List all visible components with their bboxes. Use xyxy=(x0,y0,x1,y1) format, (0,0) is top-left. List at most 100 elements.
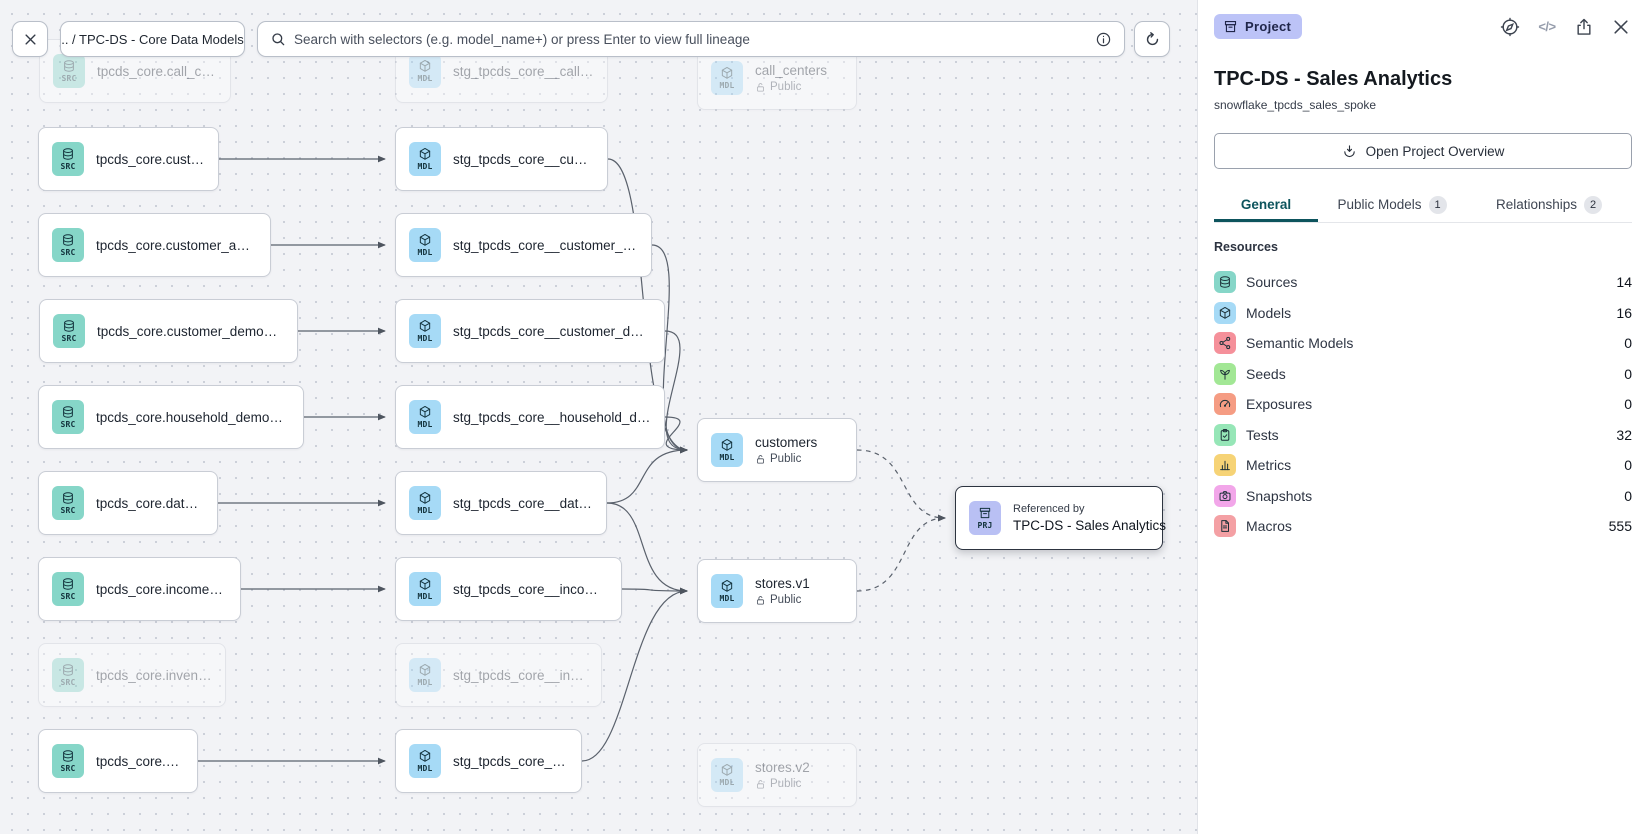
badge-type-label: MDL xyxy=(417,74,433,83)
edge-stg-customer-address-to-pub-customers xyxy=(651,244,688,454)
tab-count-badge: 1 xyxy=(1428,195,1447,214)
code-icon: </> xyxy=(1538,19,1556,34)
badge-type-label: MDL xyxy=(417,162,433,171)
mdl-badge-icon: MDL xyxy=(711,574,743,608)
resource-label: Sources xyxy=(1246,274,1298,291)
barchart-icon xyxy=(1214,454,1236,477)
cube-icon xyxy=(419,59,431,72)
gauge-icon xyxy=(1219,400,1231,408)
share-button[interactable] xyxy=(1573,16,1595,38)
camera-icon xyxy=(1214,484,1236,507)
tab-general[interactable]: General xyxy=(1214,190,1318,222)
edge-pub-customers-to-prj-sales xyxy=(856,449,946,522)
cube-icon xyxy=(419,405,431,418)
public-access-label: Public xyxy=(770,81,802,93)
src-badge-icon: SRC xyxy=(52,658,84,692)
lock-open-icon xyxy=(757,595,764,605)
gauge-icon xyxy=(1214,393,1236,416)
badge-type-label: PRJ xyxy=(977,521,993,530)
page-title: TPC-DS - Sales Analytics xyxy=(1214,68,1453,90)
tab-label: Public Models xyxy=(1337,197,1422,212)
public-access-label: Public xyxy=(770,778,802,790)
project-icon xyxy=(1224,20,1237,33)
breadcrumb-label: .. / TPC-DS - Core Data Models xyxy=(61,31,244,47)
node-stg-customer-demographics[interactable]: MDLstg_tpcds_core__customer_demogra… xyxy=(395,299,665,363)
search-bar[interactable] xyxy=(257,21,1125,57)
badge-type-label: MDL xyxy=(417,764,433,773)
database-icon xyxy=(64,320,74,332)
badge-type-label: MDL xyxy=(719,778,735,787)
node-label: stg_tpcds_core__customer_demogra… xyxy=(453,323,651,339)
edge-stg-date-dim-to-pub-customers xyxy=(606,446,688,504)
resource-label: Metrics xyxy=(1246,457,1292,474)
src-badge-icon: SRC xyxy=(52,486,84,520)
explore-button[interactable] xyxy=(1499,16,1521,38)
public-access-label: Public xyxy=(770,453,802,465)
edge-stg-date-dim-to-pub-stores-v1 xyxy=(606,502,688,595)
close-icon xyxy=(1614,19,1628,34)
cube-icon xyxy=(721,66,733,79)
cube-icon xyxy=(419,663,431,676)
lineage-canvas[interactable]: SRCtpcds_core.call_centerSRCtpcds_core.c… xyxy=(0,0,1197,834)
node-label: stores.v1 xyxy=(755,576,810,591)
node-label: stg_tpcds_core__date_dim xyxy=(453,495,593,511)
lineage-edges xyxy=(198,155,946,765)
mdl-badge-icon: MDL xyxy=(409,572,441,606)
database-icon xyxy=(1220,276,1230,288)
database-icon xyxy=(63,406,73,418)
edge-stg-customer-demographics-to-pub-customers xyxy=(664,330,688,454)
info-icon[interactable] xyxy=(1095,31,1112,48)
cube-icon xyxy=(1219,306,1231,319)
clipboard-icon xyxy=(1220,428,1230,441)
database-icon xyxy=(63,664,73,676)
project-details-panel: Project </> TPC-DS - Sales Analytics sno… xyxy=(1197,0,1648,834)
search-input[interactable] xyxy=(294,31,1087,47)
src-badge-icon: SRC xyxy=(52,572,84,606)
resource-label: Snapshots xyxy=(1246,487,1313,504)
close-lineage-button[interactable] xyxy=(12,21,48,57)
compass-icon xyxy=(1500,17,1520,36)
refresh-button[interactable] xyxy=(1134,21,1170,57)
close-panel-button[interactable] xyxy=(1610,16,1632,38)
resource-label: Macros xyxy=(1246,518,1292,535)
edge-pub-stores-v1-to-prj-sales xyxy=(856,514,946,592)
code-button[interactable]: </> xyxy=(1536,16,1558,38)
badge-type-label: SRC xyxy=(60,248,76,257)
node-label: tpcds_core.customer_demographics xyxy=(97,323,284,339)
badge-type-label: SRC xyxy=(60,162,76,171)
tab-public-models[interactable]: Public Models 1 xyxy=(1318,190,1466,222)
open-project-overview-button[interactable]: Open Project Overview xyxy=(1214,133,1632,169)
node-stg-household-demographics[interactable]: MDLstg_tpcds_core__household_demogr… xyxy=(395,385,665,449)
barchart-icon xyxy=(1220,460,1230,471)
database-icon xyxy=(63,578,73,590)
mdl-badge-icon: MDL xyxy=(711,433,743,467)
mdl-badge-icon: MDL xyxy=(409,142,441,176)
badge-type-label: SRC xyxy=(61,74,77,83)
close-icon xyxy=(24,33,36,45)
share-icon xyxy=(1577,18,1591,35)
resource-label: Exposures xyxy=(1246,396,1313,413)
breadcrumb[interactable]: .. / TPC-DS - Core Data Models xyxy=(60,21,245,57)
lock-open-icon xyxy=(757,779,764,789)
src-badge-icon: SRC xyxy=(52,744,84,778)
